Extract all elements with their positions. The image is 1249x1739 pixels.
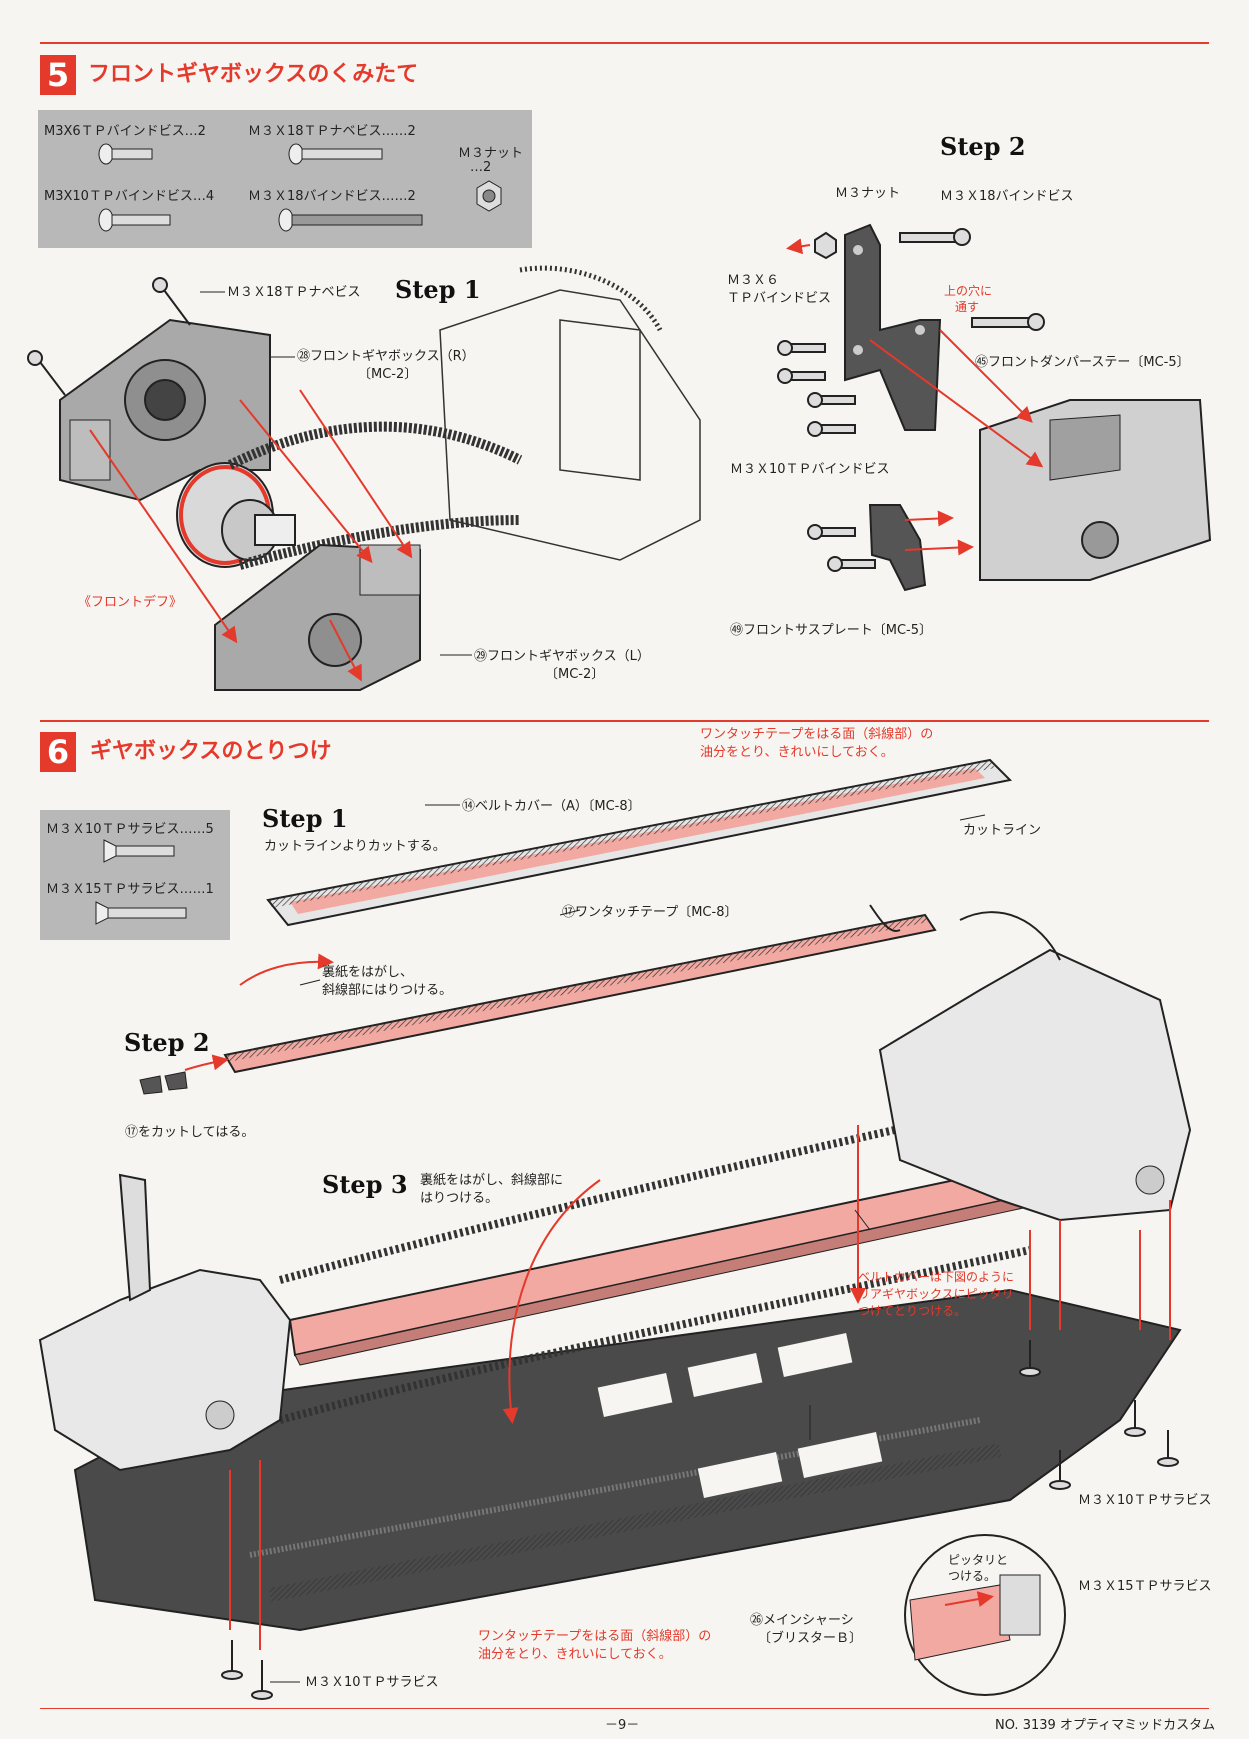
- tape-label: ⑰ワンタッチテープ〔MC-8〕: [562, 905, 738, 920]
- fit-note-1: ベルトカバーは下図のように: [858, 1270, 1015, 1284]
- part-m3x18-label: Ｍ３Ｘ18バインドビス……2: [248, 189, 416, 204]
- upper-hole-note-1: 上の穴に: [944, 284, 993, 298]
- cut-line-label: カットライン: [963, 823, 1042, 838]
- belt-drawing: [227, 421, 523, 570]
- bottom-tape-note-2: 油分をとり、きれいにしておく。: [478, 1647, 672, 1662]
- damper-stay-drawing: [844, 223, 942, 431]
- fit-note-2: リアギヤボックスにピッタリ: [858, 1287, 1014, 1301]
- damper-stay-label: ㊺フロントダンパーステー〔MC-5〕: [975, 355, 1190, 370]
- front-gearbox-assembled-drawing: [979, 399, 1212, 581]
- s5-step2-m3x10: Ｍ３Ｘ10ＴＰバインドビス: [730, 462, 890, 477]
- section5-title: フロントギヤボックスのくみたて: [88, 62, 419, 87]
- sus-plate-drawing: [868, 504, 927, 592]
- s6-step1-instruction: カットラインよりカットする。: [264, 839, 446, 854]
- s6-step2-peel-1: 裏紙をはがし、: [322, 965, 414, 980]
- tape-drawing: [223, 904, 937, 1074]
- sus-plate-label: ㊾フロントサスプレート〔MC-5〕: [730, 623, 932, 638]
- long-screw-icon: [288, 143, 383, 165]
- screw15-right-label: Ｍ３Ｘ15ＴＰサラビス: [1078, 1579, 1212, 1594]
- flat-screw-icon: [103, 839, 175, 863]
- section5-parts-box: M3X6ＴＰバインドビス…2 Ｍ３Ｘ18ＴＰナベビス……2 M3X10ＴＰバイン…: [38, 110, 532, 248]
- s5-step2-nut: Ｍ３ナット: [835, 186, 901, 201]
- screw-drawing-1: [27, 277, 191, 396]
- part-flat10-label: Ｍ３Ｘ10ＴＰサラビス……5: [46, 822, 214, 837]
- main-chassis-code: 〔ブリスターＢ〕: [758, 1631, 863, 1646]
- s6-step2-peel-2: 斜線部にはりつける。: [322, 983, 453, 998]
- screw10-right-label: Ｍ３Ｘ10ＴＰサラビス: [1078, 1493, 1212, 1508]
- rear-gearbox-drawing: [878, 911, 1192, 1222]
- step2-screws-drawing: [777, 228, 1045, 572]
- machine-screw-icon: [278, 208, 423, 232]
- s5-step1-title: Step 1: [395, 275, 481, 304]
- main-chassis-label: ㉖メインシャーシ: [750, 1613, 854, 1628]
- snug-note-2: つける。: [948, 1569, 997, 1583]
- s6-step3-peel-2: はりつける。: [420, 1191, 499, 1206]
- gearbox-r-code: 〔MC-2〕: [358, 367, 418, 382]
- gearbox-l-label: ㉙フロントギヤボックス（L）: [474, 649, 650, 664]
- snug-note-1: ピッタリと: [948, 1553, 1009, 1567]
- bottom-tape-note-1: ワンタッチテープをはる面（斜線部）の: [478, 1629, 712, 1644]
- nut-icon: [476, 180, 502, 212]
- detail-magnifier-drawing: [904, 1534, 1066, 1696]
- s6-step2-cut-note: ⑰をカットしてはる。: [125, 1125, 255, 1140]
- fit-note-3: つけてとりつける。: [858, 1304, 967, 1318]
- s5-step2-title: Step 2: [940, 132, 1026, 161]
- section6-title: ギヤボックスのとりつけ: [90, 739, 332, 764]
- flat-screw-long-icon: [95, 901, 187, 925]
- upper-hole-note-2: 通す: [955, 300, 980, 314]
- s6-step3-title: Step 3: [322, 1170, 408, 1199]
- page-number: －9－: [605, 1718, 640, 1733]
- front-diff-label: 《フロントデフ》: [78, 595, 183, 610]
- chassis-outline-drawing-5: [439, 265, 701, 561]
- s5-step2-screw18: Ｍ３Ｘ18バインドビス: [940, 189, 1074, 204]
- gearbox-l-code: 〔MC-2〕: [545, 667, 605, 682]
- part-flat15-label: Ｍ３Ｘ15ＴＰサラビス……1: [46, 882, 214, 897]
- section5-top-rule: [40, 42, 1209, 44]
- part-nut-label: Ｍ３ナット: [458, 146, 524, 161]
- front-gearbox-drawing-6: [38, 1173, 292, 1472]
- section6-top-rule: [40, 720, 1209, 722]
- belt-cover-a-label: ⑭ベルトカバー（A）〔MC-8〕: [462, 799, 641, 814]
- s5-step1-screw-label: Ｍ３Ｘ18ＴＰナベビス: [227, 285, 361, 300]
- gearbox-r-label: ㉘フロントギヤボックス（R）: [297, 349, 475, 364]
- s5-step2-m3x6-2: ＴＰバインドビス: [727, 291, 832, 306]
- s6-step2-title: Step 2: [124, 1028, 210, 1057]
- s6-step3-peel-1: 裏紙をはがし、斜線部に: [420, 1173, 564, 1188]
- front-diff-drawing: [176, 462, 296, 568]
- s6-step1-title: Step 1: [262, 804, 348, 833]
- top-tape-note-2: 油分をとり、きれいにしておく。: [700, 745, 894, 760]
- short-screw-icon: [98, 143, 153, 165]
- section6-number: 6: [40, 732, 76, 772]
- part-m3x10-label: M3X10ＴＰバインドビス…4: [44, 189, 215, 204]
- footer-rule: [40, 1708, 1209, 1709]
- medium-screw-icon: [98, 208, 171, 232]
- screw10-bottom-label: Ｍ３Ｘ10ＴＰサラビス: [305, 1675, 439, 1690]
- s5-step2-m3x6-1: Ｍ３Ｘ６: [727, 273, 780, 288]
- model-number: NO. 3139 オプティマミッドカスタム: [995, 1718, 1216, 1733]
- belt-cover-a-drawing: [266, 758, 1013, 927]
- part-nut-count: …2: [470, 160, 492, 175]
- top-tape-note-1: ワンタッチテープをはる面（斜線部）の: [700, 727, 934, 742]
- cut-tape-pieces-drawing: [139, 1071, 188, 1095]
- section6-parts-box: Ｍ３Ｘ10ＴＰサラビス……5 Ｍ３Ｘ15ＴＰサラビス……1: [40, 810, 230, 940]
- part-m3x18tp-label: Ｍ３Ｘ18ＴＰナベビス……2: [248, 124, 416, 139]
- part-m3x6-label: M3X6ＴＰバインドビス…2: [44, 124, 206, 139]
- section5-number: 5: [40, 55, 76, 95]
- main-chassis-drawing: [73, 1288, 1182, 1632]
- flat-screws-drawing-6: [221, 1340, 1179, 1700]
